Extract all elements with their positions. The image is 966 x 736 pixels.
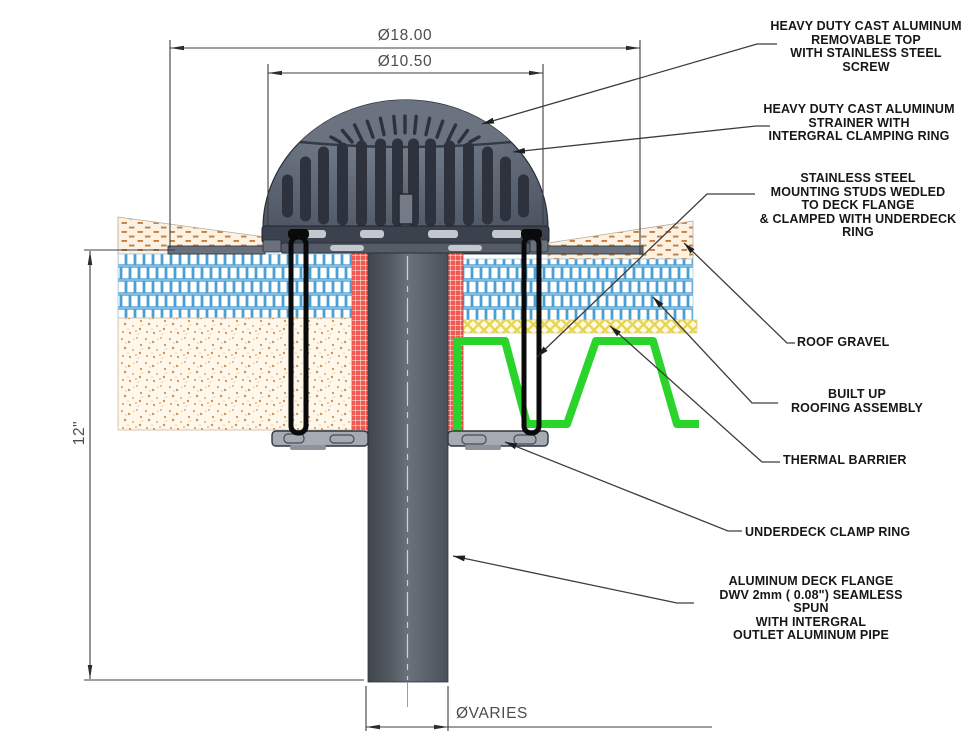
dim-outer-diameter: Ø18.00 xyxy=(377,27,433,44)
dim-depth: 12" xyxy=(71,420,88,446)
cap-seam xyxy=(299,140,512,149)
dim-outlet-varies: ØVARIES xyxy=(456,705,528,722)
cap-slots xyxy=(329,114,481,144)
callout-underdeck-ring: UNDERDECK CLAMP RING xyxy=(745,525,911,539)
metal-deck xyxy=(453,337,699,434)
callout-thermal-barrier: THERMAL BARRIER xyxy=(783,453,907,467)
dimension-lines xyxy=(84,40,712,731)
thermal-barrier-layer xyxy=(461,319,698,334)
callout-removable-top: HEAVY DUTY CAST ALUMINUM REMOVABLE TOP W… xyxy=(770,19,962,74)
callout-built-up: BUILT UP ROOFING ASSEMBLY xyxy=(790,387,924,415)
center-screw xyxy=(398,193,414,225)
builtup-layer-right xyxy=(461,258,694,321)
leader-lines xyxy=(452,43,795,604)
callout-deck-flange: ALUMINUM DECK FLANGE DWV 2mm ( 0.08") SE… xyxy=(719,574,903,643)
callout-strainer: HEAVY DUTY CAST ALUMINUM STRAINER WITH I… xyxy=(763,102,955,144)
callout-roof-gravel: ROOF GRAVEL xyxy=(797,335,890,349)
roof-layers xyxy=(117,216,698,431)
builtup-layer-left xyxy=(117,253,353,319)
mounting-studs xyxy=(288,229,542,436)
dim-strainer-diameter: Ø10.50 xyxy=(377,53,433,70)
outlet-pipe xyxy=(367,247,449,707)
insulation-layer-left xyxy=(117,317,353,431)
dome-strainer xyxy=(261,99,550,254)
callout-mounting-studs: STAINLESS STEEL MOUNTING STUDS WEDLED TO… xyxy=(759,171,957,240)
clamping-ring-base xyxy=(261,225,550,254)
